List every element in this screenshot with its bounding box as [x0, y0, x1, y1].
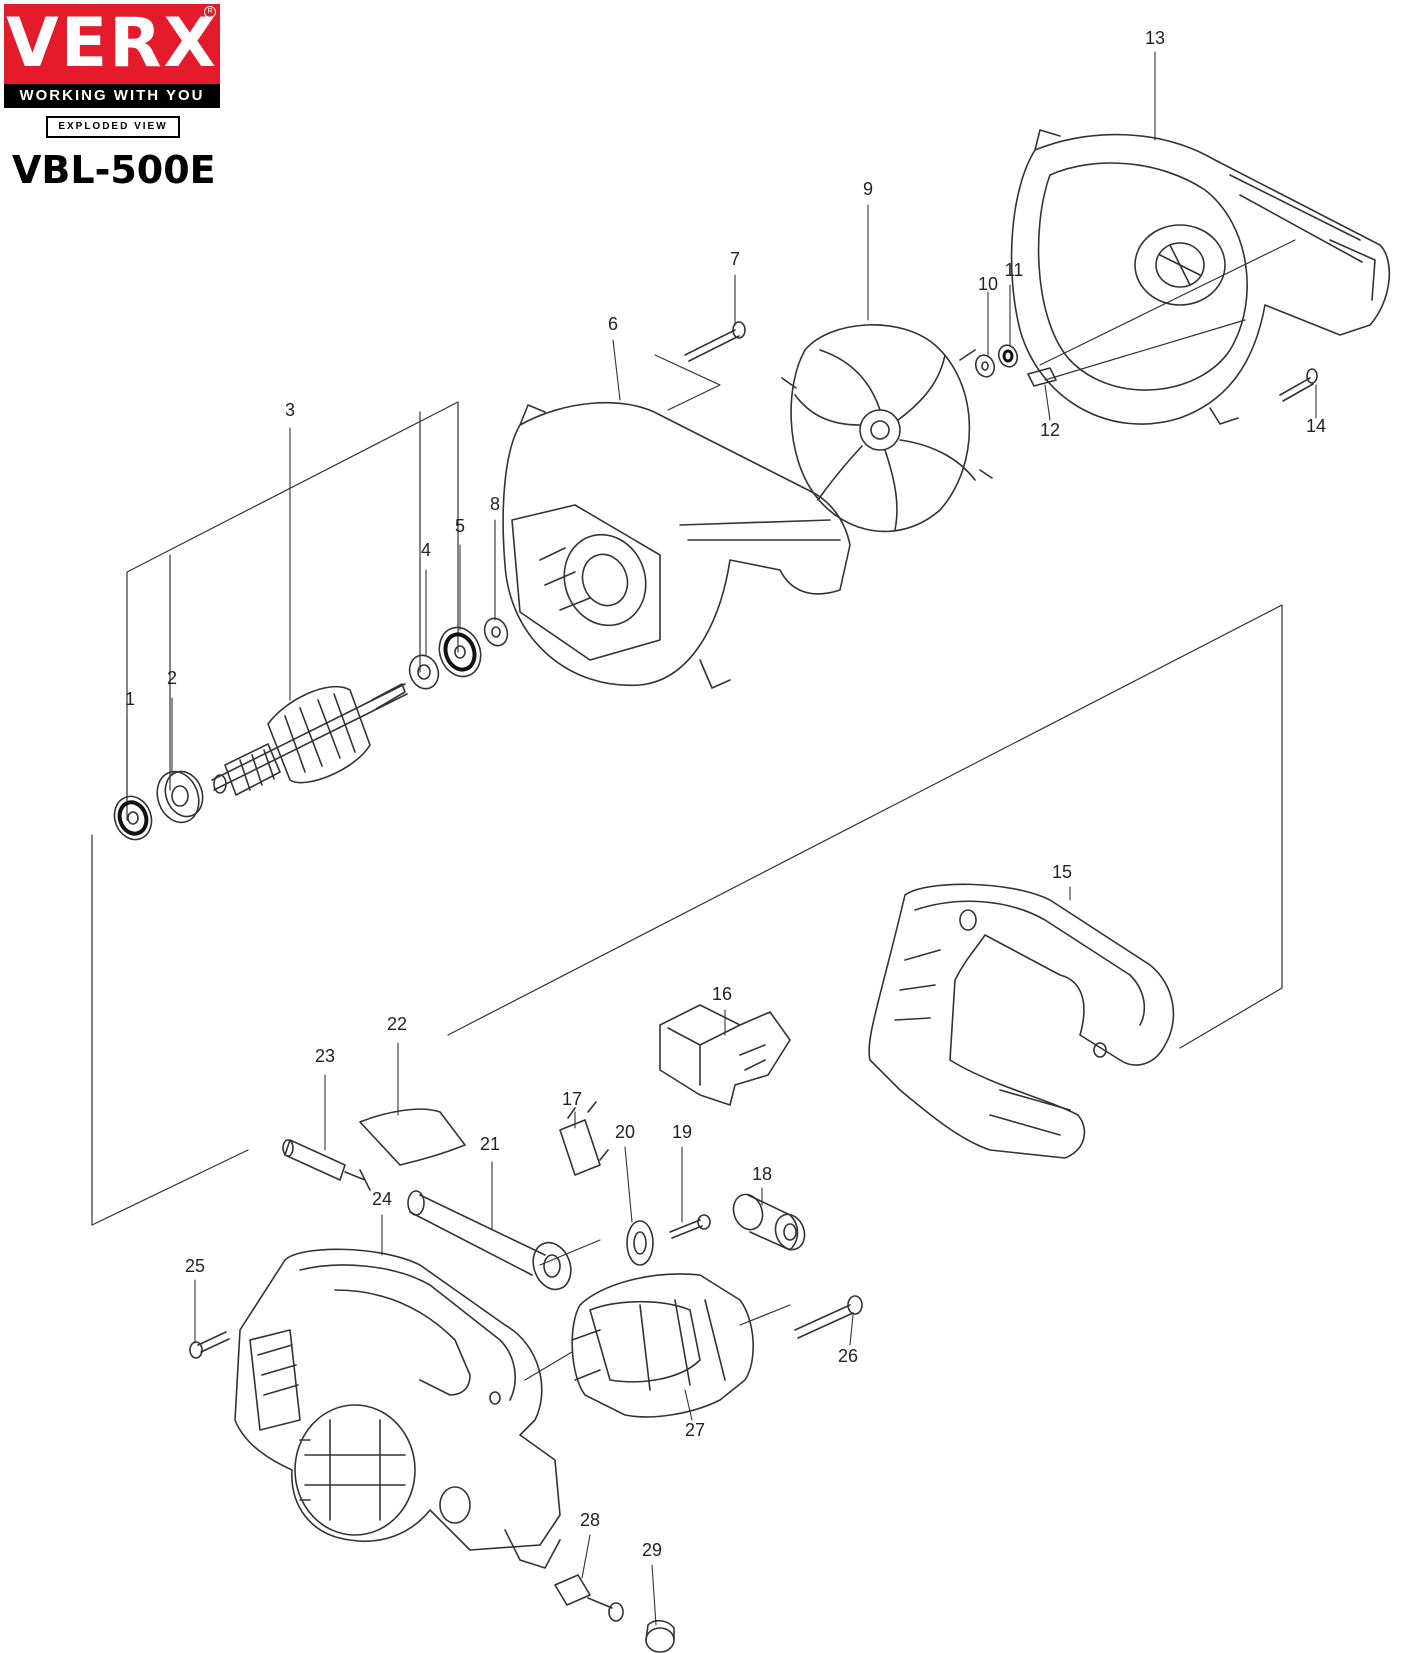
callout-11: 11 [1005, 260, 1024, 280]
part-19-screw [669, 1214, 711, 1239]
part-13-rear-housing [1010, 129, 1391, 425]
part-16-switch [659, 1004, 791, 1106]
callout-27: 27 [685, 1420, 705, 1440]
callout-29: 29 [642, 1540, 662, 1560]
callout-8: 8 [490, 494, 500, 514]
part-12-clip [1027, 367, 1057, 387]
callout-3: 3 [285, 400, 295, 420]
part-23-suppressor [282, 1139, 371, 1191]
callout-2: 2 [167, 668, 177, 688]
callout-28: 28 [580, 1510, 600, 1530]
part-22-sheet [359, 1108, 466, 1166]
part-20-grommet [626, 1220, 654, 1266]
part-5-bearing [438, 626, 482, 678]
callout-18: 18 [752, 1164, 772, 1184]
part-27-stator [571, 1273, 754, 1418]
callout-1: 1 [125, 689, 135, 709]
callout-16: 16 [712, 984, 732, 1004]
part-15-handle-half [868, 883, 1175, 1159]
callout-26: 26 [838, 1346, 858, 1366]
part-11-nut [997, 344, 1019, 368]
callout-4: 4 [421, 540, 431, 560]
callout-10: 10 [978, 274, 998, 294]
part-10-washer [974, 354, 996, 378]
callout-22: 22 [387, 1014, 407, 1034]
part-28-brush-holder [554, 1574, 624, 1622]
model-number: VBL-500E [12, 148, 216, 192]
callout-13: 13 [1145, 28, 1165, 48]
verx-logo: VERX R WORKING WITH YOU [4, 4, 220, 108]
callout-15: 15 [1052, 862, 1072, 882]
callout-7: 7 [730, 249, 740, 269]
document-type-label: EXPLODED VIEW [46, 116, 180, 138]
part-29-brush-cap [645, 1619, 675, 1653]
assembly-guide-lines [91, 239, 1296, 1381]
callout-19: 19 [672, 1122, 692, 1142]
part-24-motor-housing [234, 1248, 561, 1569]
part-17-capacitor [559, 1101, 609, 1176]
part-7-screw [684, 321, 746, 362]
callout-17: 17 [562, 1089, 582, 1109]
callout-25: 25 [185, 1256, 205, 1276]
part-2-cap [156, 770, 204, 824]
part-18-sleeve [732, 1193, 806, 1251]
part-4-washer [408, 654, 440, 690]
registered-mark: R [204, 6, 216, 18]
part-6-fan-housing [502, 401, 851, 689]
logo-wordmark: VERX [6, 4, 218, 83]
part-8-washer [483, 617, 509, 647]
callout-12: 12 [1040, 420, 1060, 440]
part-14-screw [1279, 368, 1318, 402]
callout-20: 20 [615, 1122, 635, 1142]
callout-24: 24 [372, 1189, 392, 1209]
callout-21: 21 [480, 1134, 500, 1154]
part-26-screw [794, 1295, 863, 1339]
logo-tagline: WORKING WITH YOU [4, 84, 220, 108]
part-25-screw [189, 1331, 230, 1359]
leader-lines [126, 51, 1317, 1626]
callout-6: 6 [608, 314, 618, 334]
part-3-armature [211, 683, 408, 796]
part-1-bearing [113, 795, 153, 841]
callout-23: 23 [315, 1046, 335, 1066]
callout-labels: 1 2 3 4 5 6 7 8 9 10 11 12 13 14 15 16 1… [125, 28, 1326, 1560]
callout-5: 5 [455, 516, 465, 536]
callout-14: 14 [1306, 416, 1326, 436]
part-9-fan [781, 324, 993, 533]
callout-9: 9 [863, 179, 873, 199]
part-21-cord-guard [407, 1190, 572, 1291]
